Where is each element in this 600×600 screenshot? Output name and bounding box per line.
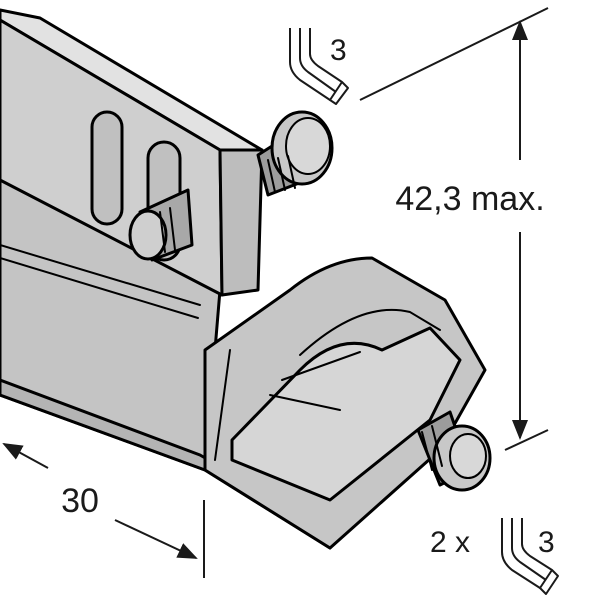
height-label: 42,3 max.: [395, 180, 544, 218]
hex-key-icon: [289, 28, 349, 105]
clamp-head: [203, 256, 487, 550]
middle-screw: [128, 188, 194, 262]
upper-screw: [256, 110, 334, 197]
hex-key-bottom: 2 x 3: [430, 518, 559, 595]
hex-key-bottom-size: 3: [538, 526, 555, 559]
width-label: 30: [61, 482, 99, 520]
hex-key-top: 3: [289, 28, 349, 105]
width-dimension: 30: [2, 443, 205, 578]
hex-key-icon: [501, 518, 559, 595]
hex-key-top-size: 3: [330, 34, 347, 67]
slot: [90, 110, 124, 226]
lower-screw: [416, 410, 492, 492]
height-dimension: 42,3 max.: [359, 7, 549, 451]
hex-key-bottom-quantity: 2 x: [430, 526, 470, 559]
